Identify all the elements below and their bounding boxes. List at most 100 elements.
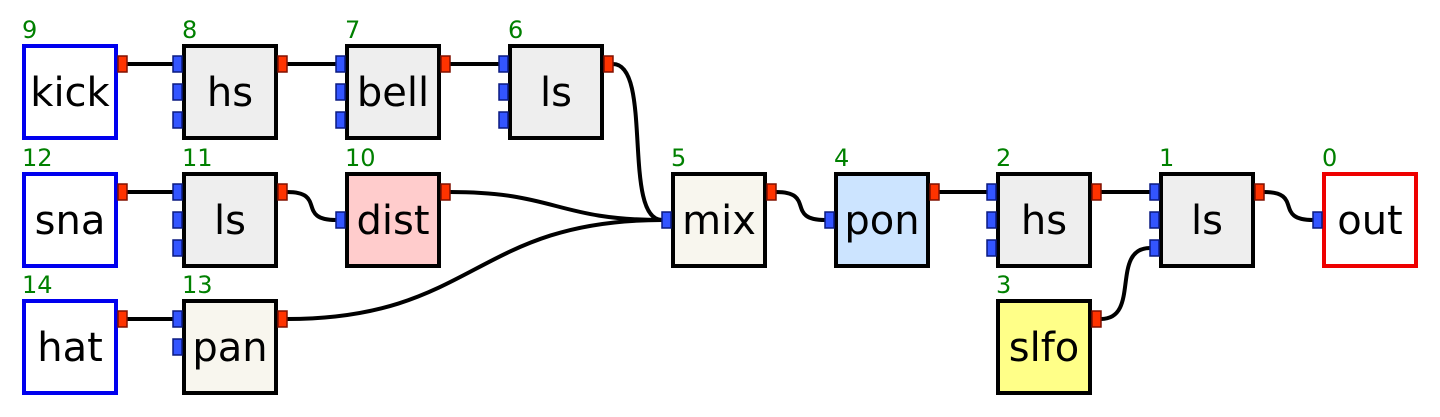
input-port[interactable] — [172, 239, 183, 257]
input-port[interactable] — [986, 183, 997, 201]
input-port[interactable] — [335, 83, 346, 101]
output-port[interactable] — [766, 183, 777, 201]
input-port[interactable] — [1312, 211, 1323, 229]
node-label: slfo — [1009, 325, 1080, 371]
input-port[interactable] — [661, 211, 672, 229]
node-label: pon — [844, 198, 919, 244]
wire-13-5 — [286, 218, 663, 321]
node-box[interactable] — [22, 299, 118, 395]
node-label: ls — [214, 198, 246, 244]
output-port[interactable] — [117, 310, 128, 328]
node-id: 12 — [22, 144, 53, 172]
input-port[interactable] — [1149, 239, 1160, 257]
output-port[interactable] — [1091, 310, 1102, 328]
output-port[interactable] — [1091, 183, 1102, 201]
node-out[interactable]: 0 out — [1322, 144, 1418, 268]
node-id: 4 — [834, 144, 849, 172]
wire-1-0 — [1263, 190, 1314, 222]
node-label: dist — [356, 198, 429, 244]
input-port[interactable] — [1149, 211, 1160, 229]
node-label: pan — [192, 325, 267, 371]
node-ls-1[interactable]: 1 ls — [1159, 144, 1255, 268]
input-port[interactable] — [498, 55, 509, 73]
input-port[interactable] — [172, 183, 183, 201]
node-box[interactable] — [182, 299, 278, 395]
input-port[interactable] — [824, 211, 835, 229]
input-port[interactable] — [172, 83, 183, 101]
input-port[interactable] — [335, 111, 346, 129]
input-port[interactable] — [986, 239, 997, 257]
wire-5-4 — [775, 190, 826, 222]
node-id: 3 — [996, 271, 1011, 299]
node-pan[interactable]: 13 pan — [182, 271, 278, 395]
output-port[interactable] — [1254, 183, 1265, 201]
node-dist[interactable]: 10 dist — [345, 144, 441, 268]
node-hat[interactable]: 14 hat — [22, 271, 118, 395]
node-box[interactable] — [22, 172, 118, 268]
node-label: hs — [1021, 198, 1067, 244]
node-box[interactable] — [996, 299, 1092, 395]
output-port[interactable] — [277, 310, 288, 328]
input-port[interactable] — [172, 310, 183, 328]
node-id: 6 — [508, 16, 523, 44]
input-port[interactable] — [498, 83, 509, 101]
node-mix[interactable]: 5 mix — [671, 144, 767, 268]
node-pon[interactable]: 4 pon — [834, 144, 930, 268]
node-id: 1 — [1159, 144, 1174, 172]
node-id: 2 — [996, 144, 1011, 172]
node-label: kick — [30, 70, 110, 116]
output-port[interactable] — [117, 183, 128, 201]
node-id: 10 — [345, 144, 376, 172]
node-label: hat — [37, 325, 103, 371]
node-label: sna — [35, 198, 106, 244]
node-id: 11 — [182, 144, 213, 172]
node-box[interactable] — [1159, 172, 1255, 268]
node-id: 14 — [22, 271, 53, 299]
node-slfo[interactable]: 3 slfo — [996, 271, 1092, 395]
node-label: ls — [540, 70, 572, 116]
node-sna[interactable]: 12 sna — [22, 144, 118, 268]
node-box[interactable] — [1322, 172, 1418, 268]
node-box[interactable] — [182, 172, 278, 268]
node-box[interactable] — [671, 172, 767, 268]
node-id: 8 — [182, 16, 197, 44]
ports-layer — [117, 55, 1323, 356]
output-port[interactable] — [117, 55, 128, 73]
input-port[interactable] — [498, 111, 509, 129]
output-port[interactable] — [277, 183, 288, 201]
node-box[interactable] — [834, 172, 930, 268]
node-ls-11[interactable]: 11 ls — [182, 144, 278, 268]
node-hs-8[interactable]: 8 hs — [182, 16, 278, 140]
output-port[interactable] — [603, 55, 614, 73]
node-box[interactable] — [996, 172, 1092, 268]
input-port[interactable] — [335, 211, 346, 229]
output-port[interactable] — [440, 183, 451, 201]
node-box[interactable] — [345, 172, 441, 268]
output-port[interactable] — [277, 55, 288, 73]
node-label: bell — [357, 70, 429, 116]
node-id: 9 — [22, 16, 37, 44]
node-kick[interactable]: 9 kick — [22, 16, 118, 140]
node-box[interactable] — [22, 44, 118, 140]
node-bell[interactable]: 7 bell — [345, 16, 441, 140]
wires-layer — [127, 62, 1314, 321]
node-box[interactable] — [345, 44, 441, 140]
node-box[interactable] — [508, 44, 604, 140]
input-port[interactable] — [172, 338, 183, 356]
node-id: 5 — [671, 144, 686, 172]
input-port[interactable] — [1149, 183, 1160, 201]
output-port[interactable] — [440, 55, 451, 73]
input-port[interactable] — [172, 111, 183, 129]
input-port[interactable] — [335, 55, 346, 73]
output-port[interactable] — [929, 183, 940, 201]
node-id: 0 — [1322, 144, 1337, 172]
input-port[interactable] — [172, 211, 183, 229]
input-port[interactable] — [172, 55, 183, 73]
node-hs-2[interactable]: 2 hs — [996, 144, 1092, 268]
node-label: hs — [207, 70, 253, 116]
node-box[interactable] — [182, 44, 278, 140]
node-ls-6[interactable]: 6 ls — [508, 16, 604, 140]
input-port[interactable] — [986, 211, 997, 229]
wire-6-5 — [612, 62, 663, 222]
